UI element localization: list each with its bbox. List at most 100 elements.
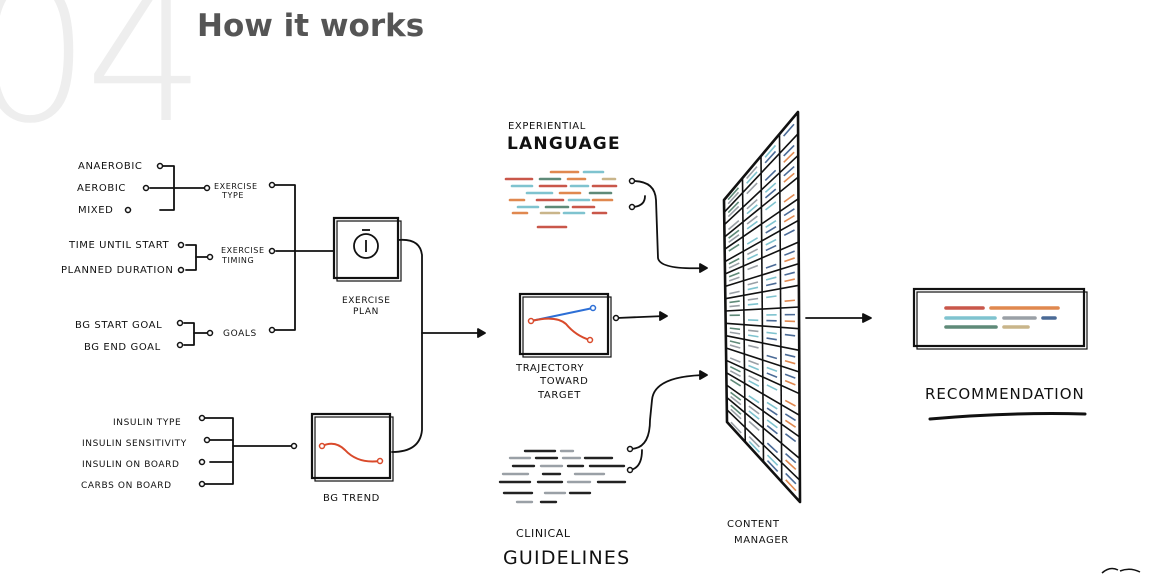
grid-row-line	[724, 198, 799, 250]
grid-content-dash	[784, 433, 797, 443]
grid-content-dash	[746, 198, 758, 210]
label-mixed: MIXED	[78, 205, 113, 216]
join-plan-trend	[391, 238, 423, 453]
grid-content-dash	[765, 220, 777, 229]
connector-dots	[124, 162, 636, 488]
grid-content-dash	[728, 276, 740, 282]
bracket-goals	[183, 322, 195, 346]
label-exercise-timing-2: TIMING	[221, 256, 254, 265]
grid-content-dash	[783, 165, 795, 177]
grid-content-dash	[784, 333, 796, 337]
grid-content-dash	[729, 327, 741, 331]
grid-content-dash	[727, 220, 740, 231]
grid-content-dash	[766, 372, 778, 379]
grid-content-dash	[766, 331, 777, 335]
arrow-trajectory-to-manager	[616, 315, 666, 319]
grid-content-dash	[764, 144, 777, 158]
grid-content-dash	[765, 282, 777, 287]
grid-row-line	[726, 396, 801, 460]
label-exercise-timing-1: EXERCISE	[221, 246, 265, 255]
grid-content-dash	[730, 408, 742, 420]
label-insulin-type: INSULIN TYPE	[113, 418, 181, 428]
grid-content-dash	[730, 404, 742, 415]
grid-content-dash	[784, 379, 796, 386]
grid-content-dash	[747, 253, 759, 260]
grid-content-dash	[728, 262, 740, 269]
page-title: How it works	[197, 8, 425, 44]
grid-content-dash	[747, 281, 759, 286]
grid-content-dash	[747, 302, 759, 306]
grid-row-line	[725, 334, 800, 352]
bus-exercise-inputs	[273, 184, 296, 331]
grid-content-dash	[785, 479, 797, 492]
section-number: 04	[0, 0, 206, 165]
label-planned-duration: PLANNED DURATION	[61, 265, 173, 276]
grid-content-dash	[766, 424, 778, 435]
grid-content-dash	[766, 454, 779, 466]
grid-content-dash	[784, 257, 795, 263]
grid-content-dash	[748, 405, 760, 415]
grid-content-dash	[783, 193, 795, 203]
label-trajectory-1: TRAJECTORY	[515, 363, 584, 374]
grid-content-dash	[766, 419, 778, 429]
label-trajectory-3: TARGET	[537, 390, 581, 401]
label-exercise-plan-2: PLAN	[353, 307, 379, 317]
grid-content-dash	[766, 354, 778, 360]
grid-content-dash	[783, 151, 795, 163]
grid-content-dash	[764, 182, 777, 193]
grid-content-dash	[748, 344, 759, 349]
grid-row-line	[725, 322, 800, 330]
signature-scribble	[1101, 567, 1141, 574]
grid-content-dash	[748, 334, 759, 338]
grid-content-dash	[765, 263, 777, 269]
grid-content-dash	[766, 337, 777, 341]
grid-row-line	[725, 347, 800, 373]
label-exercise-type-1: EXERCISE	[214, 182, 258, 191]
grid-row-line	[724, 219, 799, 263]
grid-content-dash	[728, 257, 740, 265]
grid-content-dash	[765, 201, 777, 211]
grid-content-dash	[784, 413, 796, 422]
grid-content-dash	[747, 248, 759, 256]
label-bg-end-goal: BG END GOAL	[84, 342, 161, 353]
grid-content-dash	[765, 244, 777, 252]
label-manager: MANAGER	[734, 535, 789, 546]
grid-content-dash	[783, 208, 795, 217]
grid-row-line	[725, 306, 800, 312]
grid-content-dash	[727, 187, 740, 201]
grid-content-dash	[747, 286, 759, 291]
label-exercise-plan-1: EXERCISE	[342, 296, 390, 306]
grid-content-dash	[746, 171, 758, 184]
grid-content-dash	[729, 290, 740, 295]
content-manager-grid	[722, 110, 802, 504]
grid-row-line	[726, 384, 801, 438]
grid-content-dash	[765, 276, 777, 281]
actual-trajectory-curve	[530, 317, 591, 341]
grid-content-dash	[727, 201, 740, 214]
bg-trend-box	[310, 412, 394, 482]
grid-content-dash	[783, 229, 795, 237]
arrow-guidelines-to-manager	[629, 374, 707, 450]
grid-content-dash	[784, 353, 796, 358]
grid-content-dash	[765, 226, 777, 234]
grid-content-dash	[785, 472, 797, 485]
label-experiential: EXPERIENTIAL	[508, 121, 586, 132]
grid-content-dash	[764, 188, 777, 199]
grid-content-dash	[729, 357, 741, 363]
label-insulin-on-board: INSULIN ON BOARD	[82, 460, 180, 470]
grid-content-dash	[748, 379, 760, 387]
label-bg-trend: BG TREND	[323, 493, 380, 504]
grid-content-dash	[746, 215, 758, 225]
grid-content-dash	[747, 297, 759, 301]
grid-content-dash	[746, 182, 758, 195]
grid-content-dash	[748, 395, 760, 404]
label-guidelines: GUIDELINES	[503, 547, 630, 569]
grid-content-dash	[766, 366, 778, 373]
label-clinical: CLINICAL	[516, 527, 571, 540]
label-carbs-on-board: CARBS ON BOARD	[81, 481, 172, 491]
arrow-language-to-manager	[632, 180, 707, 270]
grid-content-dash	[729, 365, 741, 373]
grid-content-dash	[728, 271, 740, 278]
grid-row-line	[725, 371, 800, 417]
